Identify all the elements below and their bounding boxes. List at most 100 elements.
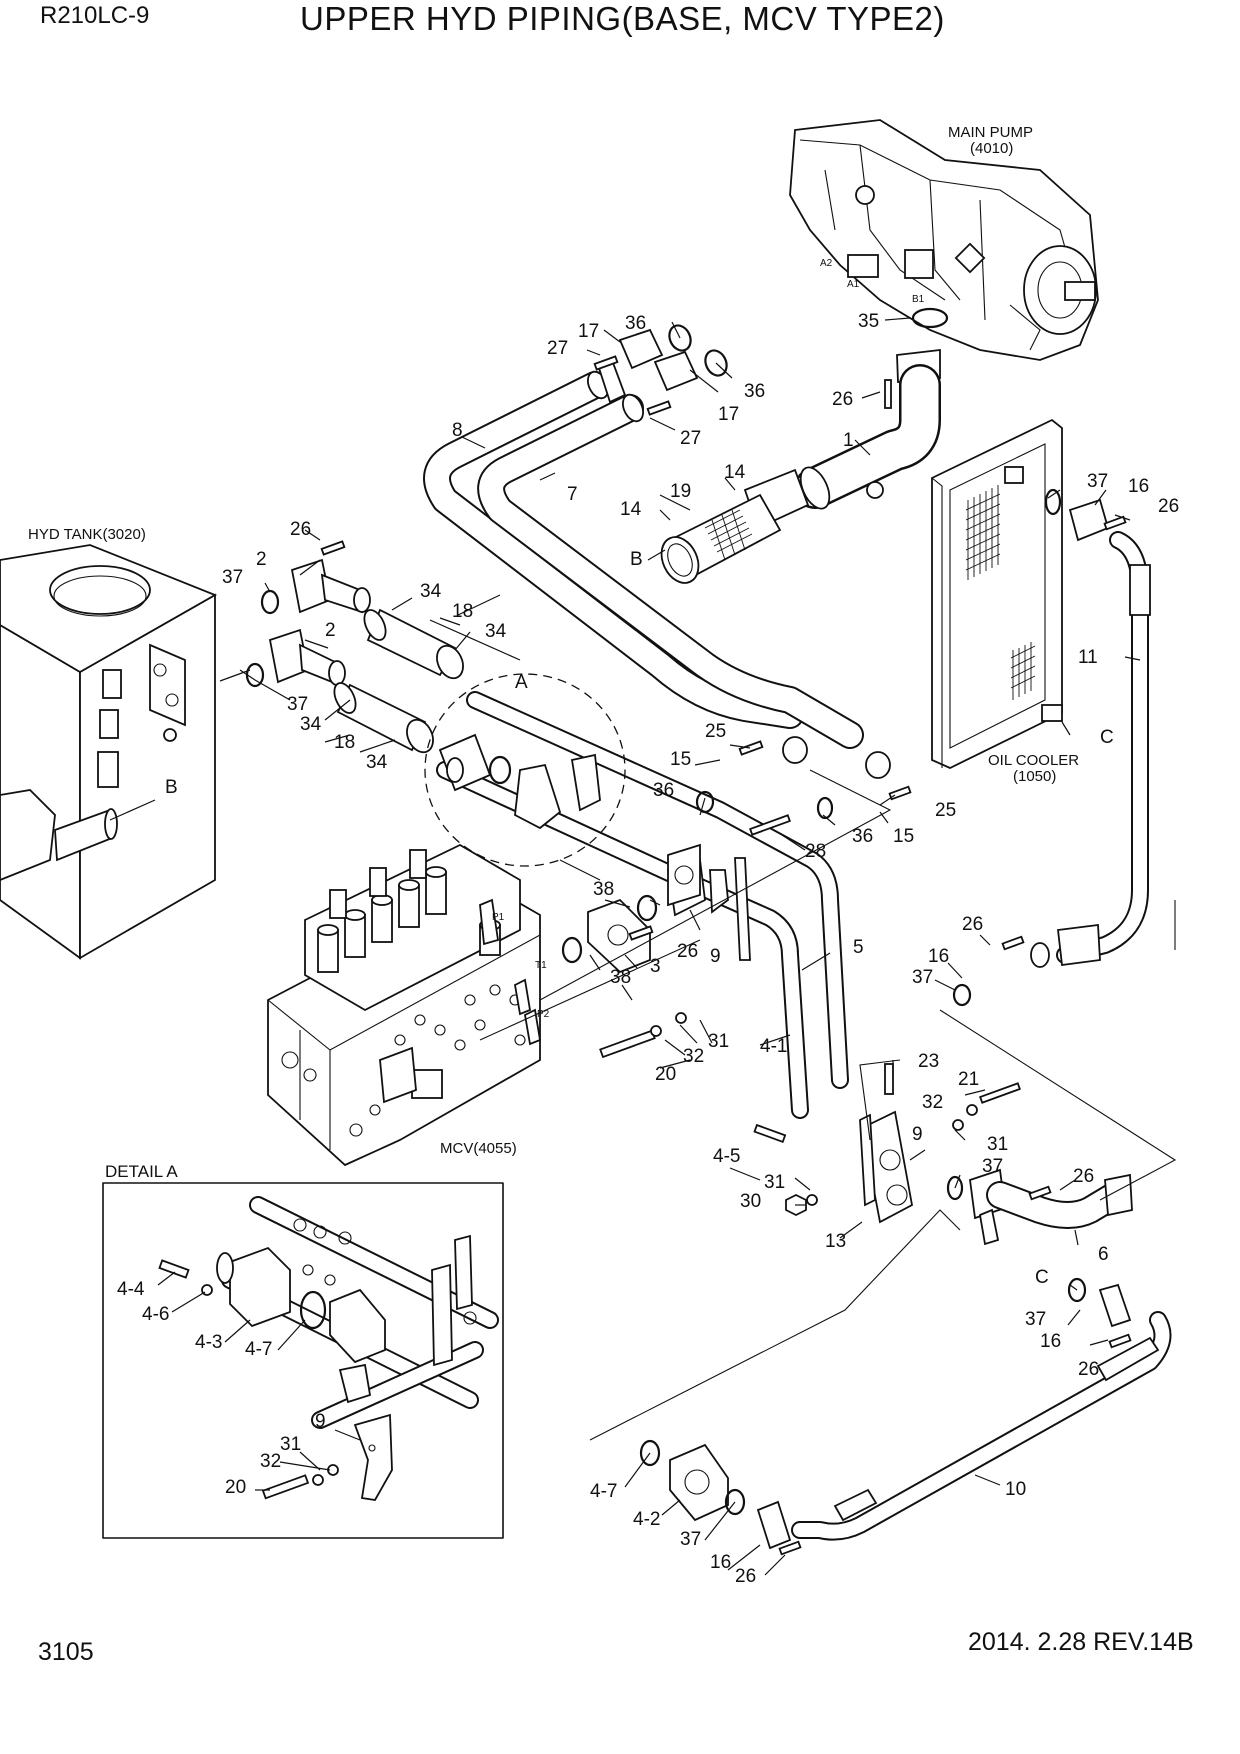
- callout: 26: [735, 1566, 756, 1587]
- callout: 34: [366, 752, 388, 773]
- callout: 4-2: [633, 1509, 660, 1530]
- callout: 13: [825, 1231, 846, 1252]
- callout: 4-7: [245, 1339, 272, 1360]
- oil-cooler-code: (1050): [1013, 768, 1056, 785]
- callout: 9: [315, 1411, 326, 1432]
- pump-flanges: [596, 328, 699, 404]
- callout: 4-7: [590, 1481, 617, 1502]
- callout: 35: [858, 311, 879, 332]
- callout: 2: [325, 620, 336, 641]
- callout: 14: [724, 462, 746, 483]
- callout: 4-6: [142, 1304, 169, 1325]
- main-pump: [789, 119, 1099, 361]
- callout: 31: [708, 1031, 729, 1052]
- port-a1-label: A1: [847, 279, 860, 290]
- callout: 37: [1087, 471, 1108, 492]
- flange-blocks: [587, 843, 701, 974]
- callout: 18: [334, 732, 355, 753]
- callout: 25: [705, 721, 726, 742]
- drain-pipe: [969, 1168, 1133, 1246]
- callout: 17: [578, 321, 599, 342]
- callout: 37: [287, 694, 308, 715]
- callout: 31: [764, 1172, 785, 1193]
- callout: 4-5: [713, 1146, 740, 1167]
- callout: 38: [593, 879, 614, 900]
- callout: 28: [805, 841, 826, 862]
- callout: 16: [1040, 1331, 1061, 1352]
- callout: 38: [610, 967, 631, 988]
- callout: 26: [832, 389, 853, 410]
- detail-a-circle: [424, 673, 626, 867]
- callout: 32: [683, 1046, 704, 1067]
- callout: 34: [485, 621, 507, 642]
- callout: 31: [280, 1434, 301, 1455]
- revision-date: 2014. 2.28 REV.14B: [968, 1628, 1194, 1656]
- callout: 26: [290, 519, 311, 540]
- callout: 16: [710, 1552, 731, 1573]
- reference-lines: [457, 594, 1177, 1441]
- main-pump-label: MAIN PUMP: [948, 124, 1033, 141]
- callout: 20: [225, 1477, 246, 1498]
- callout: 36: [852, 826, 873, 847]
- callout: 16: [1128, 476, 1149, 497]
- port-a2-label: A2: [820, 258, 833, 269]
- callout: 26: [962, 914, 983, 935]
- page-title: UPPER HYD PIPING(BASE, MCV TYPE2): [300, 0, 945, 37]
- callout: 27: [547, 338, 568, 359]
- return-pipes: [436, 691, 849, 1119]
- callout: B: [630, 549, 643, 570]
- leader-lines: [109, 317, 1141, 1576]
- callout: 3: [650, 956, 661, 977]
- callout: 30: [740, 1191, 761, 1212]
- pump-hoses: [423, 370, 891, 779]
- callout: 26: [1078, 1359, 1099, 1380]
- callout: 37: [982, 1156, 1003, 1177]
- callout: 26: [677, 941, 698, 962]
- port-b1-label: B1: [912, 294, 925, 305]
- callout: 11: [1078, 647, 1098, 668]
- callout: 37: [1025, 1309, 1046, 1330]
- detail-a-box: [102, 1182, 504, 1539]
- callout-numbers: 17 36 27 36 17 27 35 26 1 8 7 14 19 14 B…: [117, 311, 1179, 1587]
- callout: B: [165, 777, 178, 798]
- callout: 25: [935, 800, 956, 821]
- callout: 31: [987, 1134, 1008, 1155]
- callout: 26: [1158, 496, 1179, 517]
- callout: C: [1100, 727, 1114, 748]
- callout: C: [1035, 1267, 1049, 1288]
- model-number: R210LC-9: [40, 2, 150, 29]
- callout: 32: [922, 1092, 943, 1113]
- callout: 15: [893, 826, 914, 847]
- mcv-valve: [267, 843, 542, 1167]
- suction-pipe: [660, 348, 941, 584]
- callout: 7: [567, 484, 578, 505]
- bottom-hose: [669, 1283, 1172, 1550]
- callout: 1: [843, 430, 854, 451]
- main-pump-code: (4010): [970, 140, 1013, 157]
- mcv-label: MCV(4055): [440, 1140, 517, 1157]
- callout: 16: [928, 946, 949, 967]
- callout: 23: [918, 1051, 939, 1072]
- callout: 2: [256, 549, 267, 570]
- callout: 15: [670, 749, 691, 770]
- callout: 34: [300, 714, 322, 735]
- callout: 9: [710, 946, 721, 967]
- callout: 36: [653, 780, 674, 801]
- callout: 4-3: [195, 1332, 222, 1353]
- callout: 34: [420, 581, 442, 602]
- callout: 37: [222, 567, 243, 588]
- callout: 19: [670, 481, 691, 502]
- oil-cooler: [931, 418, 1063, 769]
- tank-pipes: [268, 558, 464, 754]
- port-t1-label: T1: [535, 960, 547, 971]
- bolts-washers: [320, 355, 1132, 1556]
- callout: 36: [744, 381, 765, 402]
- callout: 32: [260, 1451, 281, 1472]
- hydraulic-tank: [0, 544, 218, 960]
- callout: 37: [912, 967, 933, 988]
- callout: 8: [452, 420, 463, 441]
- port-p1-label: P1: [492, 912, 505, 923]
- oil-cooler-label: OIL COOLER: [988, 752, 1079, 769]
- callout: 37: [680, 1529, 701, 1550]
